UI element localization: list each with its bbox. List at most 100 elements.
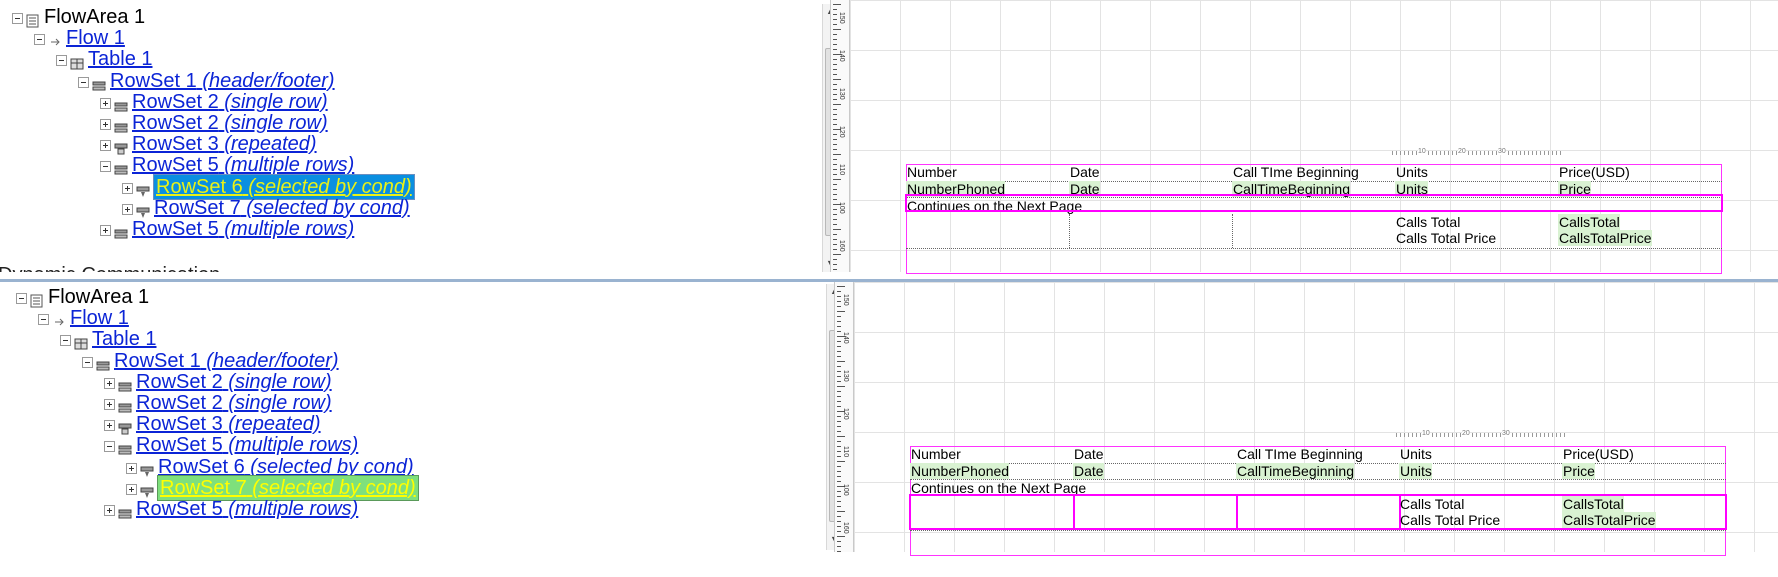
expand-plus-icon[interactable]	[100, 119, 111, 130]
tree-node-link[interactable]: Flow 1	[70, 307, 129, 329]
tree-node-link[interactable]: RowSet 5 (multiple rows)	[136, 498, 358, 520]
tree-node-label[interactable]: Table 1	[88, 47, 153, 71]
expand-plus-icon[interactable]	[122, 182, 133, 194]
footer-value[interactable]: CallsTotalPrice	[1558, 230, 1652, 246]
expand-plus-icon[interactable]	[104, 377, 115, 389]
tree-node-label[interactable]: RowSet 2 (single row)	[132, 111, 328, 135]
tree-node-link[interactable]: Flow 1	[66, 27, 125, 49]
data-row-cell[interactable]: Date	[1073, 463, 1104, 479]
data-row-cell[interactable]: Price	[1562, 463, 1595, 479]
footer-label[interactable]: Calls Total Price	[1400, 512, 1501, 528]
tree-node-label[interactable]: RowSet 5 (multiple rows)	[132, 217, 354, 241]
tree-node-link[interactable]: RowSet 2 (single row)	[132, 112, 328, 134]
tree-node-label[interactable]: Table 1	[92, 327, 157, 351]
selected-row-highlight[interactable]	[909, 494, 1727, 530]
tree-node-link[interactable]: RowSet 3 (repeated)	[136, 413, 321, 435]
tree-node-label[interactable]: Flow 1	[66, 26, 125, 50]
collapse-minus-icon[interactable]	[56, 55, 67, 67]
tree-node-label[interactable]: RowSet 3 (repeated)	[132, 132, 317, 156]
tree-node-label[interactable]: RowSet 7 (selected by cond)	[157, 474, 419, 501]
expand-plus-icon[interactable]	[100, 225, 111, 236]
tree-node-label[interactable]: FlowArea 1	[44, 5, 145, 29]
expand-plus-icon[interactable]	[104, 399, 115, 410]
tree-node-label[interactable]: RowSet 2 (single row)	[136, 370, 332, 394]
header-row[interactable]: Number Date Call TIme Beginning Units Price(…	[906, 164, 1722, 180]
tree-node-label[interactable]: RowSet 1 (header/footer)	[114, 349, 339, 373]
data-row-cell[interactable]: NumberPhoned	[906, 181, 1006, 197]
footer-value[interactable]: CallsTotal	[1562, 496, 1624, 512]
collapse-minus-icon[interactable]	[104, 441, 115, 453]
header-row-cell[interactable]: Number	[907, 164, 957, 180]
tree-node-label[interactable]: RowSet 3 (repeated)	[136, 412, 321, 436]
collapse-minus-icon[interactable]	[34, 34, 45, 46]
tree-node-link[interactable]: RowSet 5 (multiple rows)	[132, 154, 354, 176]
tree-node-label[interactable]: RowSet 2 (single row)	[136, 391, 332, 415]
collapse-minus-icon[interactable]	[16, 293, 27, 304]
data-row-cell[interactable]: CallTimeBeginning	[1232, 181, 1350, 197]
footer-value[interactable]: CallsTotalPrice	[1562, 512, 1656, 528]
expand-plus-icon[interactable]	[104, 505, 115, 516]
tree-node-link[interactable]: RowSet 1 (header/footer)	[110, 70, 335, 92]
collapse-minus-icon[interactable]	[82, 356, 93, 368]
footer-label[interactable]: Calls Total	[1396, 214, 1461, 230]
tree-node-link[interactable]: RowSet 6 (selected by cond)	[158, 456, 414, 478]
tree-node-label[interactable]: RowSet 5 (multiple rows)	[136, 433, 358, 457]
data-row-cell[interactable]: CallTimeBeginning	[1236, 463, 1354, 479]
expand-plus-icon[interactable]	[100, 97, 111, 109]
tree-node-link[interactable]: RowSet 2 (single row)	[132, 91, 328, 113]
expand-plus-icon[interactable]	[126, 483, 137, 495]
data-row[interactable]: NumberPhoned Date CallTimeBeginning Units Pr…	[906, 181, 1722, 197]
tree-node-label[interactable]: RowSet 5 (multiple rows)	[136, 497, 358, 521]
tree-node-link[interactable]: Table 1	[88, 48, 153, 70]
split-divider[interactable]	[0, 279, 1778, 282]
tree-node-label[interactable]: RowSet 5 (multiple rows)	[132, 153, 354, 177]
tree-node-link[interactable]: RowSet 7 (selected by cond)	[160, 477, 416, 499]
tree-node-label[interactable]: RowSet 6 (selected by cond)	[158, 455, 414, 479]
expand-plus-icon[interactable]	[104, 420, 115, 432]
data-row-cell[interactable]: NumberPhoned	[910, 463, 1010, 479]
collapse-minus-icon[interactable]	[60, 335, 71, 347]
collapse-minus-icon[interactable]	[38, 314, 49, 326]
data-row-cell[interactable]: Units	[1395, 181, 1428, 197]
expand-plus-icon[interactable]	[126, 462, 137, 474]
tree-node-link[interactable]: RowSet 3 (repeated)	[132, 133, 317, 155]
header-row-cell[interactable]: Units	[1396, 164, 1428, 180]
data-row[interactable]: NumberPhoned Date CallTimeBeginning Units Pr…	[910, 463, 1726, 479]
tree-node-link[interactable]: Table 1	[92, 328, 157, 350]
header-row-cell[interactable]: Date	[1074, 446, 1104, 462]
table-outline[interactable]	[906, 164, 1722, 274]
tree-node-label[interactable]: Flow 1	[70, 306, 129, 330]
header-row-cell[interactable]: Price(USD)	[1559, 164, 1630, 180]
collapse-minus-icon[interactable]	[12, 13, 23, 24]
tree-node-link[interactable]: RowSet 6 (selected by cond)	[156, 176, 412, 198]
data-row-cell[interactable]: Price	[1558, 181, 1591, 197]
tree-node-label[interactable]: RowSet 1 (header/footer)	[110, 69, 335, 93]
continuation-text[interactable]: Continues on the Next Page	[911, 480, 1087, 496]
tree-node-label[interactable]: RowSet 7 (selected by cond)	[154, 196, 410, 220]
footer-label[interactable]: Calls Total	[1400, 496, 1465, 512]
header-row-cell[interactable]: Call TIme Beginning	[1233, 164, 1359, 180]
data-row-cell[interactable]: Date	[1069, 181, 1100, 197]
tree-node-link[interactable]: RowSet 5 (multiple rows)	[132, 218, 354, 240]
header-row-cell[interactable]: Date	[1070, 164, 1100, 180]
footer-value[interactable]: CallsTotal	[1558, 214, 1620, 230]
header-row-cell[interactable]: Number	[911, 446, 961, 462]
tree-node-label[interactable]: RowSet 6 (selected by cond)	[153, 173, 415, 200]
tree-node-link[interactable]: RowSet 2 (single row)	[136, 392, 332, 414]
expand-plus-icon[interactable]	[100, 140, 111, 152]
data-row-cell[interactable]: Units	[1399, 463, 1432, 479]
tree-node-link[interactable]: RowSet 7 (selected by cond)	[154, 197, 410, 219]
header-row-cell[interactable]: Units	[1400, 446, 1432, 462]
header-row-cell[interactable]: Price(USD)	[1563, 446, 1634, 462]
tree-node-link[interactable]: RowSet 1 (header/footer)	[114, 350, 339, 372]
collapse-minus-icon[interactable]	[78, 76, 89, 88]
tree-node-label[interactable]: RowSet 2 (single row)	[132, 90, 328, 114]
expand-plus-icon[interactable]	[122, 203, 133, 215]
tree-node-label[interactable]: FlowArea 1	[48, 285, 149, 309]
tree-node-link[interactable]: RowSet 2 (single row)	[136, 371, 332, 393]
